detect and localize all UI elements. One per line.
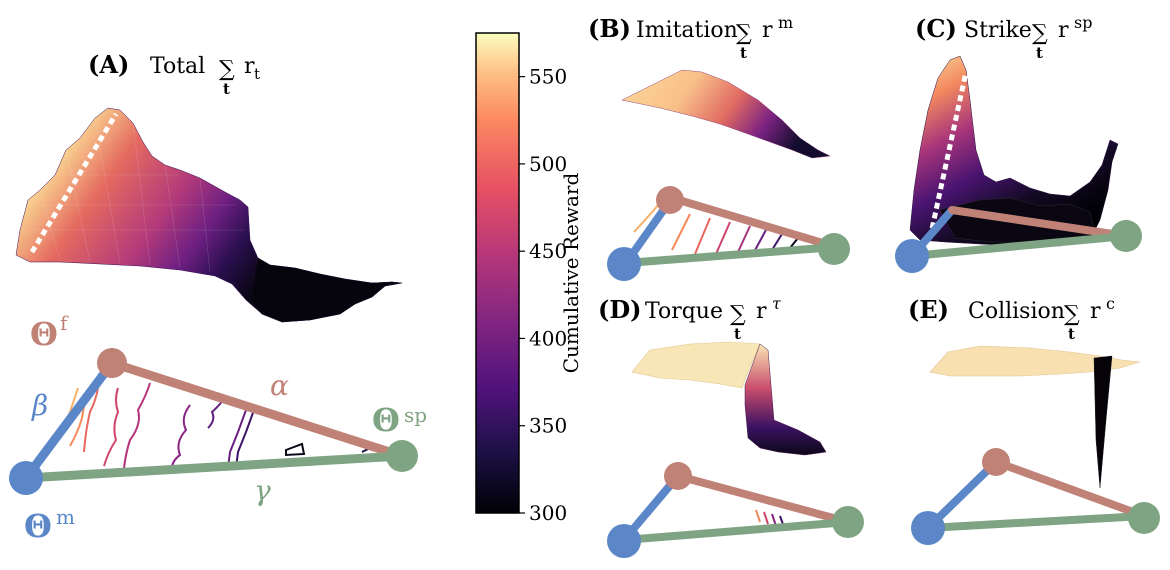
panel-c-var-sup: sp — [1074, 13, 1092, 32]
edge-alpha — [107, 358, 407, 461]
panel-e-spike — [1093, 355, 1113, 489]
panel-c-edge-alpha — [948, 206, 1130, 240]
panel-b-sum-sign: ∑ — [736, 21, 752, 46]
panel-b-reward-surface — [621, 69, 831, 159]
panel-d-vertex-f — [664, 462, 692, 490]
colorbar: 300 350 400 450 500 550 Cumulative Reward — [475, 32, 583, 525]
panel-c-triangle — [895, 206, 1142, 273]
label-theta-sp-sup: sp — [404, 403, 427, 427]
panel-a-peak-marker — [29, 112, 119, 254]
panel-d: (D) Torque ∑ t r τ — [598, 294, 864, 558]
panel-e: (E) Collision ∑ t r c — [908, 294, 1160, 545]
panel-a-var-sub: t — [254, 65, 260, 83]
panel-d-var: r — [756, 299, 767, 324]
panel-b: (B) Imitation ∑ t r m — [588, 13, 850, 281]
panel-c: (C) Strike ∑ t r sp — [895, 13, 1142, 273]
label-theta-m-sup: m — [56, 505, 75, 529]
colorbar-tick-label: 350 — [529, 414, 567, 438]
panel-b-vertex-f — [656, 186, 684, 214]
panel-c-peak-marker — [927, 71, 969, 239]
panel-e-edge-alpha — [992, 458, 1148, 520]
panel-a-triangle: Θ f Θ sp Θ m α β γ — [9, 311, 427, 545]
panel-a-var: r — [244, 54, 255, 79]
panel-a-sum-sign: ∑ — [219, 57, 235, 82]
panel-b-var-sup: m — [778, 13, 793, 32]
panel-a-title: (A) Total ∑ t r t — [88, 50, 260, 98]
panel-c-var: r — [1058, 18, 1069, 43]
panel-d-var-sup: τ — [772, 294, 782, 313]
vertex-f — [97, 348, 127, 378]
panel-e-vertex-m — [911, 511, 945, 545]
colorbar-gradient — [475, 32, 520, 514]
panel-e-plateau — [929, 345, 1141, 377]
colorbar-tick-label: 450 — [529, 239, 567, 263]
panel-e-vertex-f — [982, 448, 1010, 476]
panel-b-triangle — [607, 186, 850, 281]
panel-c-vertex-sp — [1110, 220, 1142, 252]
panel-d-vertex-sp — [832, 506, 864, 538]
panel-b-edge-gamma — [622, 243, 840, 267]
panel-e-triangle — [911, 448, 1160, 545]
panel-d-triangle — [607, 462, 864, 558]
colorbar-tick-label: 400 — [529, 326, 567, 350]
panel-c-edge-gamma — [908, 232, 1130, 260]
panel-b-letter: (B) — [588, 14, 631, 43]
panel-b-vertex-m — [607, 247, 641, 281]
vertex-m — [9, 461, 43, 495]
panel-c-sum-sub: t — [1036, 44, 1043, 62]
panel-b-title-text: Imitation — [636, 18, 738, 43]
panel-a: (A) Total ∑ t r t — [9, 50, 427, 545]
label-theta-m: Θ — [24, 507, 52, 545]
panel-d-plateau — [631, 341, 761, 389]
panel-e-var-sup: c — [1106, 294, 1115, 313]
panel-c-sum-sign: ∑ — [1032, 21, 1048, 46]
label-alpha: α — [270, 369, 289, 402]
label-theta-f: Θ — [30, 315, 58, 353]
panel-d-cliff — [744, 343, 827, 456]
panel-d-sum-sub: t — [734, 325, 741, 343]
panel-e-edge-gamma — [924, 512, 1148, 532]
panel-a-letter: (A) — [88, 50, 129, 79]
edge-gamma — [21, 451, 407, 483]
panel-e-letter: (E) — [908, 295, 949, 324]
edge-beta — [21, 358, 117, 483]
label-theta-f-sup: f — [60, 311, 69, 335]
panel-e-sum-sub: t — [1068, 325, 1075, 343]
panel-c-vertex-m — [895, 239, 929, 273]
label-gamma: γ — [254, 474, 271, 507]
colorbar-label: Cumulative Reward — [559, 173, 583, 374]
colorbar-tick-label: 300 — [529, 501, 567, 525]
panel-c-letter: (C) — [915, 14, 957, 43]
colorbar-tick-label: 500 — [529, 152, 567, 176]
panel-e-vertex-sp — [1128, 502, 1160, 534]
panel-e-title-text: Collision — [968, 299, 1065, 324]
panel-a-title-text: Total — [150, 54, 205, 79]
panel-e-sum-sign: ∑ — [1064, 302, 1080, 327]
panel-d-vertex-m — [607, 524, 641, 558]
panel-b-vertex-sp — [818, 233, 850, 265]
panel-d-letter: (D) — [598, 295, 642, 324]
label-beta: β — [31, 389, 48, 422]
colorbar-ticks: 300 350 400 450 500 550 — [519, 65, 567, 525]
panel-d-edge-alpha — [674, 472, 852, 526]
panel-b-var: r — [762, 18, 773, 43]
panel-c-title-text: Strike — [964, 18, 1032, 43]
panel-d-sum-sign: ∑ — [730, 302, 746, 327]
panel-d-edge-gamma — [620, 518, 852, 544]
panel-b-edge-alpha — [668, 194, 840, 251]
panel-a-sum-sub: t — [223, 80, 230, 98]
label-theta-sp: Θ — [372, 401, 400, 439]
panel-a-dark-basin — [249, 257, 403, 323]
panel-e-var: r — [1090, 299, 1101, 324]
colorbar-tick-label: 550 — [529, 65, 567, 89]
panel-d-title-text: Torque — [645, 299, 723, 324]
vertex-sp — [386, 440, 418, 472]
panel-b-sum-sub: t — [740, 44, 747, 62]
